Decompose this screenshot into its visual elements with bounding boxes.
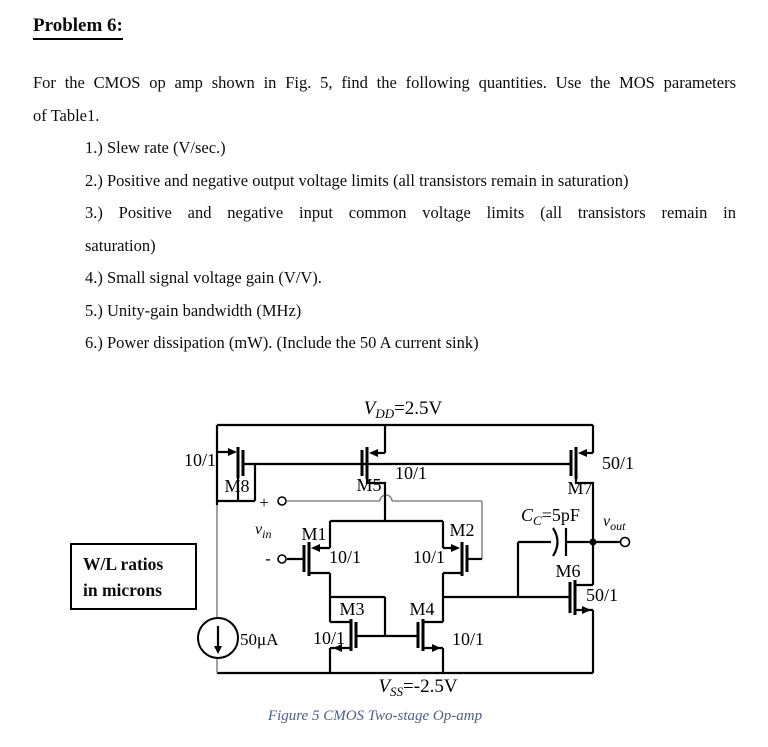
transistor-m7 [569, 447, 595, 542]
label-m6-ratio: 50/1 [586, 585, 618, 605]
vout-terminal [619, 536, 631, 548]
label-minus: - [265, 549, 271, 568]
list-item-4: 4.) Small signal voltage gain (V/V). [85, 268, 322, 287]
label-m3-name: M3 [339, 599, 364, 619]
list-item-5: 5.) Unity-gain bandwidth (MHz) [85, 301, 302, 320]
label-vin: vin [255, 521, 271, 541]
list-item-3-line-1: 3.) Positive and negative input common v… [85, 203, 736, 222]
vin-minus-terminal [277, 554, 287, 564]
label-bias-current: 50μA [240, 630, 279, 649]
list-item-1: 1.) Slew rate (V/sec.) [85, 138, 226, 157]
label-m7-ratio: 50/1 [602, 453, 634, 473]
figure-caption: Figure 5 CMOS Two-stage Op-amp [267, 708, 483, 724]
label-vdd: VDD=2.5V [364, 398, 443, 421]
transistor-m2 [441, 521, 482, 622]
label-m7-name: M7 [567, 478, 592, 498]
label-m4-ratio: 10/1 [452, 629, 484, 649]
label-plus: + [259, 493, 269, 512]
cc-branch-wire [516, 540, 551, 597]
list-item-3-line-2: saturation) [85, 236, 156, 255]
compensation-capacitor [552, 527, 590, 557]
intro-line-2: of Table1. [33, 106, 100, 125]
wl-note-line-1: W/L ratios [83, 554, 164, 574]
label-m8-name: M8 [224, 476, 249, 496]
label-m4-name: M4 [409, 599, 434, 619]
label-m5-name: M5 [356, 475, 381, 495]
label-m6-name: M6 [555, 561, 580, 581]
intro-line-1: For the CMOS op amp shown in Fig. 5, fin… [33, 73, 736, 92]
page-title: Problem 6: [33, 15, 123, 40]
transistor-m3 [328, 619, 358, 673]
power-rails [215, 423, 595, 675]
wl-note-line-2: in microns [83, 580, 162, 600]
input-and-bias-wires [216, 494, 483, 673]
list-item-2: 2.) Positive and negative output voltage… [85, 171, 629, 190]
output-node [589, 536, 631, 548]
transistor-m1 [287, 521, 332, 622]
vin-plus-terminal [277, 496, 287, 506]
bias-current-source [197, 617, 239, 659]
label-cc: CC=5pF [521, 505, 580, 528]
label-m5-ratio: 10/1 [395, 463, 427, 483]
label-vss: VSS=-2.5V [378, 676, 457, 699]
transistor-m5 [360, 447, 387, 521]
transistor-m8 [217, 447, 257, 503]
wl-ratios-note: W/L ratios in microns [70, 543, 197, 610]
label-vout: vout [603, 513, 626, 533]
label-m1-name: M1 [301, 524, 326, 544]
transistor-m6 [568, 542, 595, 673]
label-m3-ratio: 10/1 [313, 628, 345, 648]
list-item-6: 6.) Power dissipation (mW). (Include the… [85, 333, 479, 352]
label-m8-ratio: 10/1 [184, 450, 216, 470]
label-m2-name: M2 [449, 520, 474, 540]
transistor-m4 [416, 619, 445, 673]
mirror-diode-wire [330, 595, 387, 636]
label-m1-ratio: 10/1 [329, 547, 361, 567]
figure-labels: VDD=2.5V VSS=-2.5V CC=5pF vout vin + - 5… [184, 398, 634, 699]
label-m2-ratio: 10/1 [413, 547, 445, 567]
